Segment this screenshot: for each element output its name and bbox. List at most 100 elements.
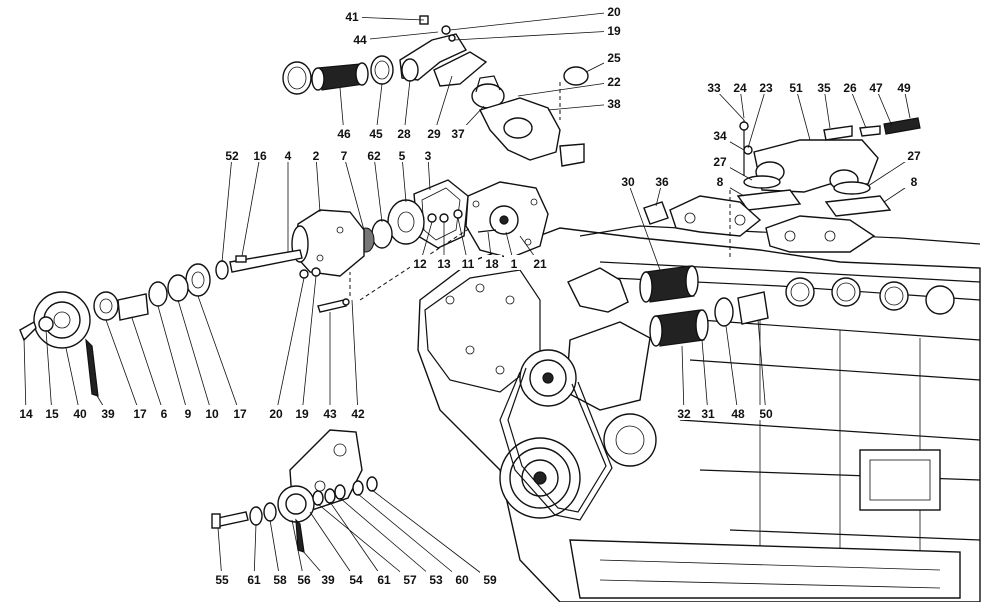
part-number-24: 24 <box>733 81 747 95</box>
belt-tensioner-group <box>211 429 378 553</box>
part-number-1: 1 <box>511 257 518 271</box>
part-number-44: 44 <box>353 33 367 47</box>
part-number-13: 13 <box>437 257 451 271</box>
manifold-pipes-group <box>567 117 921 347</box>
part-number-22: 22 <box>607 75 621 89</box>
callout-background <box>154 405 174 420</box>
callout-background <box>604 22 624 37</box>
callout-background <box>16 405 36 420</box>
leader-line-20 <box>449 11 615 31</box>
callout-background <box>334 125 354 140</box>
leader-line-23 <box>747 87 767 149</box>
callout-background <box>230 405 250 420</box>
part-number-19: 19 <box>607 24 621 38</box>
callout-background <box>452 571 472 586</box>
part-number-28: 28 <box>397 127 411 141</box>
part-number-48: 48 <box>731 407 745 421</box>
leader-line-19 <box>453 30 615 41</box>
part-number-54: 54 <box>349 573 363 587</box>
part-number-23: 23 <box>759 81 773 95</box>
leader-line-38 <box>547 103 615 111</box>
callout-background <box>730 79 750 94</box>
part-number-39: 39 <box>101 407 115 421</box>
leader-line-50 <box>757 319 767 415</box>
callout-background <box>480 571 500 586</box>
callout-background <box>364 147 384 162</box>
part-number-5: 5 <box>399 149 406 163</box>
part-number-20: 20 <box>269 407 283 421</box>
part-number-53: 53 <box>429 573 443 587</box>
callout-background <box>418 147 438 162</box>
callout-background <box>212 571 232 586</box>
leader-line-61 <box>253 523 257 581</box>
callout-background <box>394 125 414 140</box>
part-number-39: 39 <box>321 573 335 587</box>
callout-background <box>504 255 524 270</box>
part-number-51: 51 <box>789 81 803 95</box>
part-number-59: 59 <box>483 573 497 587</box>
part-number-3: 3 <box>425 149 432 163</box>
callout-background <box>270 571 290 586</box>
leader-line-56 <box>291 519 305 581</box>
part-number-4: 4 <box>285 149 292 163</box>
part-number-31: 31 <box>701 407 715 421</box>
callout-background <box>458 255 478 270</box>
part-number-15: 15 <box>45 407 59 421</box>
callout-background <box>604 49 624 64</box>
callout-background <box>904 147 924 162</box>
leader-line-5 <box>401 155 407 203</box>
callout-background <box>334 147 354 162</box>
upper-hoses-group <box>282 15 589 167</box>
leader-line-61 <box>329 501 385 581</box>
leader-line-16 <box>241 155 261 257</box>
part-number-56: 56 <box>297 573 311 587</box>
leader-line-10 <box>177 299 213 415</box>
callout-background <box>294 571 314 586</box>
leader-line-51 <box>795 87 811 141</box>
callout-background <box>374 571 394 586</box>
part-number-33: 33 <box>707 81 721 95</box>
leader-line-62 <box>373 155 383 223</box>
callout-background <box>42 405 62 420</box>
callout-background <box>710 173 730 188</box>
part-number-9: 9 <box>185 407 192 421</box>
leader-line-54 <box>309 511 357 581</box>
part-number-26: 26 <box>843 81 857 95</box>
callout-background <box>410 255 430 270</box>
part-number-16: 16 <box>253 149 267 163</box>
leader-line-19 <box>301 275 317 415</box>
part-number-45: 45 <box>369 127 383 141</box>
callout-background <box>674 405 694 420</box>
leader-line-60 <box>357 493 463 581</box>
part-number-27: 27 <box>907 149 921 163</box>
part-number-12: 12 <box>413 257 427 271</box>
callout-background <box>618 173 638 188</box>
callout-background <box>306 147 326 162</box>
part-number-46: 46 <box>337 127 351 141</box>
callout-background <box>424 125 444 140</box>
callout-background <box>320 405 340 420</box>
callout-background <box>840 79 860 94</box>
part-number-11: 11 <box>462 257 475 271</box>
leader-line-17 <box>105 319 141 415</box>
callout-background <box>342 8 362 23</box>
callout-background <box>448 125 468 140</box>
callout-background <box>710 127 730 142</box>
callout-background <box>346 571 366 586</box>
callout-background <box>278 147 298 162</box>
leader-line-30 <box>627 181 661 271</box>
callout-background <box>434 255 454 270</box>
part-number-19: 19 <box>295 407 309 421</box>
part-number-8: 8 <box>717 175 724 189</box>
leader-line-22 <box>517 81 615 97</box>
callout-background <box>704 79 724 94</box>
part-number-14: 14 <box>19 407 33 421</box>
callout-background <box>130 405 150 420</box>
leader-line-20 <box>275 277 305 415</box>
part-number-6: 6 <box>161 407 168 421</box>
part-number-27: 27 <box>713 155 727 169</box>
callout-background <box>786 79 806 94</box>
leader-line-17 <box>197 295 241 415</box>
part-number-30: 30 <box>621 175 635 189</box>
callout-background <box>266 405 286 420</box>
